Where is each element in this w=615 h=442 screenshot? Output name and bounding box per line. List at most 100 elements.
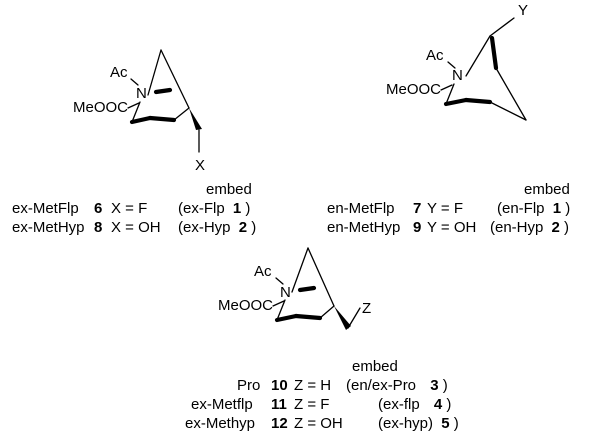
compound-number: 7	[413, 200, 421, 217]
table-header: embed	[352, 358, 398, 375]
nitrogen-label: N	[280, 284, 291, 301]
reference-close: )	[446, 396, 451, 413]
bond-c-ring	[445, 83, 455, 105]
ester-label: MeOOC	[218, 297, 273, 314]
substituent-y-label: Y	[518, 2, 528, 19]
svg-text:Pro 10 Z = H: Pro 10 Z = H (en/ex-Pro 3 )	[237, 377, 448, 394]
table-header: embed	[524, 181, 570, 198]
bridge-bond-n	[147, 49, 162, 96]
reference-name: (ex-hyp)	[378, 415, 433, 432]
compound-number: 9	[413, 219, 421, 236]
compound-name: Pro	[237, 377, 260, 394]
reference-name: (en-Hyp	[490, 219, 543, 236]
reference-close: )	[454, 415, 459, 432]
table-row: ex-MetHyp 8 X = OH (ex-Hyp 2 )	[12, 219, 256, 236]
reference-number: 4	[434, 396, 443, 413]
reference-close: )	[564, 219, 569, 236]
substituent-assignment: X = F	[111, 200, 147, 217]
table-row: en-MetFlp 7 Y = F (en-Flp 1 )	[327, 200, 570, 217]
table-row: Pro 10 Z = H (en/ex-Pro 3 )	[237, 377, 448, 394]
reference-name: (ex-flp	[378, 396, 420, 413]
bond-c-ring	[276, 299, 286, 321]
bridge-bold-bond	[297, 285, 317, 293]
reference-number: 1	[233, 200, 241, 217]
reference-close: )	[245, 200, 250, 217]
reference-number: 2	[239, 219, 247, 236]
bridge-bond-n	[465, 35, 491, 77]
acetyl-label: Ac	[426, 47, 444, 64]
compound-table-right: embed en-MetFlp 7 Y = F (en-Flp 1 ) en-M…	[327, 181, 570, 236]
nitrogen-label: N	[136, 85, 147, 102]
reference-number: 5	[441, 415, 449, 432]
ring-bold-bond-1	[443, 97, 469, 107]
acetyl-label: Ac	[110, 64, 128, 81]
reference-name: (ex-Flp	[178, 200, 225, 217]
bridge-bold-bond	[153, 87, 173, 95]
substituent-assignment: Z = F	[294, 396, 329, 413]
bridge-bond-c	[307, 247, 335, 307]
table-row: en-MetHyp 9 Y = OH (en-Hyp 2 )	[327, 219, 569, 236]
substituent-assignment: X = OH	[111, 219, 161, 236]
svg-text:ex-Methyp 12 Z: ex-Methyp 12 Z = OH (ex-hyp) 5 )	[185, 415, 459, 432]
substituent-assignment: Y = F	[427, 200, 463, 217]
ring-bold-bond-2	[293, 313, 323, 321]
ring-bond-back	[495, 67, 527, 121]
ester-label: MeOOC	[73, 99, 128, 116]
compound-name: en-MetHyp	[327, 219, 400, 236]
compound-table-left: embed ex-MetFlp 6 X = F (ex-Flp 1 ) ex-M…	[12, 181, 256, 236]
bond-to-y	[489, 17, 515, 37]
table-row: ex-Metflp 11 Z = F (ex-flp 4 )	[191, 396, 451, 413]
bridge-bond-c	[160, 49, 190, 109]
bond-c-ring	[131, 101, 141, 123]
substituent-x-label: X	[195, 157, 205, 174]
structure-right: Ac N MeOOC Y	[386, 2, 528, 121]
compound-name: en-MetFlp	[327, 200, 395, 217]
svg-text:ex-MetFlp 6 X: ex-MetFlp 6 X = F (ex-Flp 1 )	[12, 200, 250, 217]
compound-name: ex-MetFlp	[12, 200, 79, 217]
reference-name: (en/ex-Pro	[346, 377, 416, 394]
bond-ester-c	[127, 102, 140, 109]
svg-text:ex-Metflp 11 Z: ex-Metflp 11 Z = F (ex-flp 4 )	[191, 396, 451, 413]
nitrogen-label: N	[452, 67, 463, 84]
bond-ester-c	[272, 300, 285, 307]
compound-name: ex-MetHyp	[12, 219, 85, 236]
bridge-bold-bond	[489, 35, 499, 71]
table-header: embed	[206, 181, 252, 198]
compound-name: ex-Methyp	[185, 415, 255, 432]
table-row: ex-Methyp 12 Z = OH (ex-hyp) 5 )	[185, 415, 459, 432]
svg-text:ex-MetHyp 8 X: ex-MetHyp 8 X = OH (ex-Hyp 2 )	[12, 219, 256, 236]
bond-ac-n	[275, 277, 284, 285]
reference-number: 1	[553, 200, 561, 217]
ring-bold-bond-2	[147, 115, 177, 123]
substituent-z-label: Z	[362, 300, 371, 317]
ring-bond-front	[489, 101, 527, 121]
svg-text:en-MetFlp 7 Y: en-MetFlp 7 Y = F (en-Flp 1 )	[327, 200, 570, 217]
reference-number: 2	[552, 219, 560, 236]
structure-left: Ac N MeOOC X	[73, 49, 205, 174]
compound-name: ex-Metflp	[191, 396, 253, 413]
wedge-bond	[334, 306, 351, 330]
substituent-assignment: Z = H	[294, 377, 331, 394]
table-row: ex-MetFlp 6 X = F (ex-Flp 1 )	[12, 200, 250, 217]
compound-number: 6	[94, 200, 102, 217]
substituent-assignment: Z = OH	[294, 415, 343, 432]
bond-ac-n	[447, 61, 456, 69]
ring-bond-back	[319, 305, 335, 319]
ring-bold-bond-2	[463, 97, 493, 105]
ring-bold-bond-1	[129, 115, 153, 125]
reference-close: )	[443, 377, 448, 394]
acetyl-label: Ac	[254, 263, 272, 280]
reference-number: 3	[430, 377, 438, 394]
bond-to-z	[347, 307, 361, 329]
ring-bold-bond-1	[274, 313, 299, 323]
substituent-assignment: Y = OH	[427, 219, 476, 236]
svg-text:en-MetHyp 9 Y: en-MetHyp 9 Y = OH (en-Hyp 2 )	[327, 219, 569, 236]
structure-bottom: Ac N MeOOC Z	[218, 247, 371, 330]
bond-ester-c	[440, 84, 453, 91]
reference-name: (ex-Hyp	[178, 219, 231, 236]
compound-number: 10	[271, 377, 288, 394]
compound-number: 12	[271, 415, 288, 432]
bond-ac-n	[130, 78, 139, 86]
compound-number: 8	[94, 219, 102, 236]
